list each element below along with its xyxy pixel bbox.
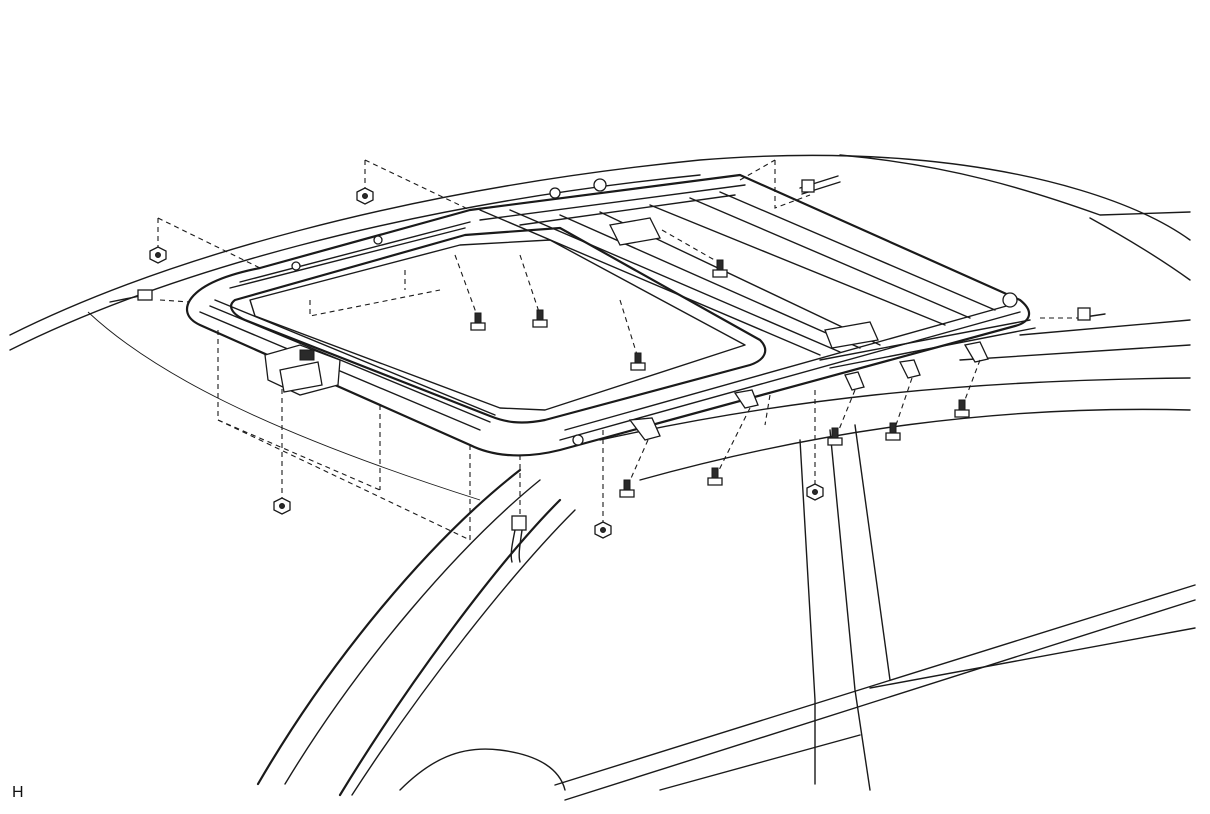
bolt-icon	[630, 352, 646, 371]
assembly-guide-lines	[157, 159, 1080, 541]
rear-bracket	[609, 217, 661, 246]
bolt-icon	[470, 312, 486, 331]
bolt-icon	[619, 479, 635, 498]
mounting-tab	[899, 359, 921, 379]
sunroof-housing-frame	[185, 173, 1036, 457]
connector-icon	[1077, 307, 1106, 321]
nut-icon	[273, 497, 291, 515]
sunroof-motor	[264, 344, 341, 396]
mounting-tab	[844, 371, 865, 391]
bolt-icon	[827, 427, 843, 446]
nut-icon	[806, 483, 824, 501]
figure-corner-label: H	[12, 784, 24, 801]
rear-bracket	[824, 321, 879, 349]
vehicle-body	[9, 154, 1196, 801]
bolt-icon	[954, 399, 970, 418]
bolt-icon	[707, 467, 723, 486]
nut-icon	[149, 246, 167, 264]
bolt-icon	[885, 422, 901, 441]
mounting-tab	[733, 389, 759, 409]
connector-icon	[109, 289, 153, 303]
drain-hose-icon	[510, 515, 527, 563]
mounting-tab	[963, 341, 989, 363]
mounting-tab	[628, 417, 661, 441]
nut-icon	[356, 187, 374, 205]
nut-icon	[594, 521, 612, 539]
bolt-icon	[712, 259, 728, 278]
drain-hose-icon	[799, 175, 841, 195]
bolt-icon	[532, 309, 548, 328]
